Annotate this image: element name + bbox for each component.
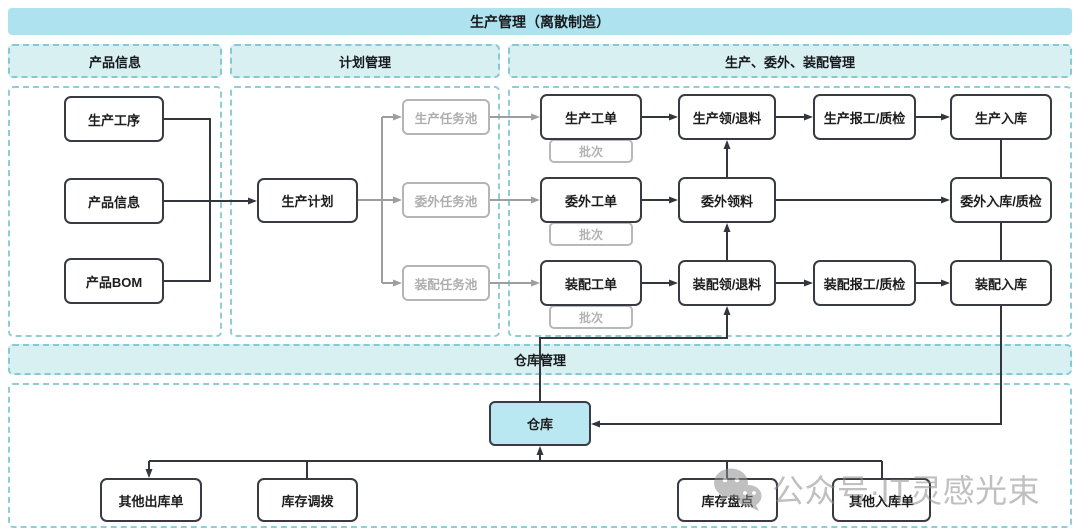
node-production-inbound: 生产入库	[950, 94, 1052, 140]
batch-badge-outsourcing: 批次	[549, 222, 633, 246]
node-inventory-transfer: 库存调拨	[257, 478, 358, 522]
node-production-process: 生产工序	[64, 96, 164, 142]
node-assembly-report-qc: 装配报工/质检	[813, 260, 916, 306]
node-product-info: 产品信息	[64, 178, 164, 224]
batch-badge-assembly: 批次	[549, 305, 633, 329]
diagram-title-banner: 生产管理（离散制造）	[8, 8, 1072, 35]
node-product-bom: 产品BOM	[64, 258, 164, 304]
section-header-production: 生产、委外、装配管理	[508, 44, 1072, 78]
node-production-issue-return: 生产领/退料	[678, 94, 776, 140]
node-production-work-order: 生产工单	[540, 94, 642, 140]
node-outsourcing-work-order: 委外工单	[540, 177, 642, 223]
node-assembly-work-order: 装配工单	[540, 260, 642, 306]
node-assembly-task-pool: 装配任务池	[402, 265, 490, 301]
node-production-plan: 生产计划	[257, 178, 358, 223]
node-assembly-inbound: 装配入库	[950, 260, 1052, 306]
node-outsourcing-issue: 委外领料	[678, 177, 776, 223]
section-header-plan-label: 计划管理	[338, 54, 391, 70]
node-assembly-issue-return: 装配领/退料	[678, 260, 776, 306]
node-other-inbound: 其他入库单	[832, 478, 931, 522]
diagram-title: 生产管理（离散制造）	[470, 13, 610, 30]
section-header-plan: 计划管理	[230, 44, 500, 78]
node-other-outbound: 其他出库单	[100, 478, 202, 522]
section-header-warehouse: 仓库管理	[8, 344, 1072, 375]
node-outsourcing-task-pool: 委外任务池	[402, 182, 490, 218]
section-header-product-label: 产品信息	[88, 54, 141, 70]
node-warehouse: 仓库	[489, 401, 591, 446]
section-header-production-label: 生产、委外、装配管理	[724, 54, 855, 70]
node-production-report-qc: 生产报工/质检	[813, 94, 916, 140]
batch-badge-production: 批次	[549, 139, 633, 163]
section-header-warehouse-label: 仓库管理	[513, 353, 566, 368]
node-inventory-count: 库存盘点	[677, 478, 778, 522]
node-production-task-pool: 生产任务池	[402, 99, 490, 135]
section-header-product: 产品信息	[8, 44, 222, 78]
node-outsourcing-inbound-qc: 委外入库/质检	[950, 177, 1052, 223]
